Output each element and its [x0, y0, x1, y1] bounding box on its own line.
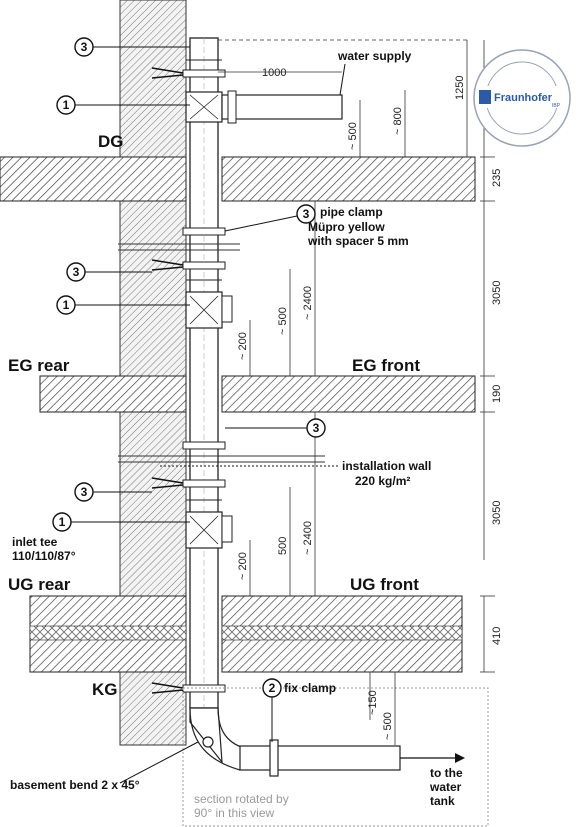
- dim-3050-b: 3050: [491, 501, 503, 525]
- callout-3-top: 3: [74, 37, 190, 57]
- dim-500-eg: ~ 500: [277, 307, 289, 335]
- slab-eg: [39, 375, 476, 413]
- callout-1-eg: 1: [56, 295, 190, 315]
- label-to-tank-3: tank: [430, 794, 455, 808]
- fraunhofer-logo-icon: [479, 90, 491, 104]
- floor-ug-front: UG front: [350, 575, 419, 594]
- label-fix-clamp: fix clamp: [284, 681, 336, 695]
- label-installation-wall-1: installation wall: [342, 459, 431, 473]
- label-section-1: section rotated by: [194, 792, 289, 806]
- dim-2400-b: ~ 2400: [302, 521, 314, 555]
- section-box: [182, 687, 489, 827]
- label-water-supply: water supply: [337, 49, 412, 63]
- label-pipe-clamp-1: pipe clamp: [320, 205, 383, 219]
- arrow-to-tank: [400, 753, 465, 763]
- svg-text:3: 3: [81, 485, 88, 499]
- dim-800: ~ 800: [392, 107, 404, 135]
- floor-eg-rear: EG rear: [8, 356, 70, 375]
- svg-text:3: 3: [313, 421, 320, 435]
- svg-text:1: 1: [63, 98, 70, 112]
- label-to-tank-1: to the: [430, 766, 463, 780]
- svg-text:IBP: IBP: [552, 103, 561, 109]
- dim-410: 410: [491, 627, 503, 645]
- svg-text:3: 3: [73, 265, 80, 279]
- dim-1000: 1000: [262, 67, 286, 79]
- callout-3-wall: 3: [225, 418, 326, 438]
- fraunhofer-seal: Fraunhofer IBP: [473, 49, 571, 147]
- svg-text:1: 1: [63, 298, 70, 312]
- dim-190: 190: [491, 385, 503, 403]
- callout-3-ug: 3: [74, 482, 152, 502]
- floor-ug-rear: UG rear: [8, 575, 71, 594]
- label-inlet-tee-2: 110/110/87°: [12, 549, 76, 563]
- callout-2-fix-clamp: 2: [262, 678, 282, 742]
- svg-text:Fraunhofer: Fraunhofer: [494, 92, 553, 104]
- label-inlet-tee-1: inlet tee: [12, 535, 58, 549]
- dim-150: ~150: [367, 690, 379, 715]
- dim-3050-a: 3050: [491, 281, 503, 305]
- svg-text:1: 1: [59, 515, 66, 529]
- label-installation-wall-2: 220 kg/m²: [355, 474, 410, 488]
- dim-235: 235: [491, 169, 503, 187]
- callout-1-ug: 1: [52, 512, 190, 532]
- slab-ug: [29, 595, 463, 673]
- label-pipe-clamp-3: with spacer 5 mm: [307, 234, 409, 248]
- label-pipe-clamp-2: Müpro yellow: [308, 220, 385, 234]
- svg-text:3: 3: [81, 40, 88, 54]
- dim-200-eg: ~ 200: [237, 332, 249, 360]
- slab-dg: [0, 156, 476, 202]
- dim-500-top: ~ 500: [347, 122, 359, 150]
- svg-text:3: 3: [303, 207, 310, 221]
- floor-kg: KG: [92, 680, 118, 699]
- svg-text:2: 2: [269, 681, 276, 695]
- clamp-anchors: [151, 67, 184, 694]
- tee-eg: [185, 291, 233, 329]
- dim-2400-a: ~ 2400: [302, 286, 314, 320]
- tee-dg: [185, 90, 343, 124]
- basement-bend: [189, 707, 401, 777]
- dim-200-ug: ~ 200: [237, 552, 249, 580]
- callout-1-top: 1: [56, 95, 190, 115]
- floor-dg: DG: [98, 132, 124, 151]
- label-to-tank-2: water: [429, 780, 462, 794]
- break-lines: [118, 243, 325, 463]
- tee-ug: [185, 511, 233, 549]
- callout-3-pipe-clamp: 3: [224, 204, 316, 232]
- dim-1250: 1250: [454, 76, 466, 100]
- dim-500-ug: 500: [277, 537, 289, 555]
- main-pipe: [186, 37, 222, 709]
- callout-3-eg: 3: [66, 262, 152, 282]
- label-basement-bend: basement bend 2 x 45°: [10, 778, 140, 792]
- label-section-2: 90° in this view: [194, 806, 275, 820]
- floor-eg-front: EG front: [352, 356, 420, 375]
- dim-500-kg: ~ 500: [382, 712, 394, 740]
